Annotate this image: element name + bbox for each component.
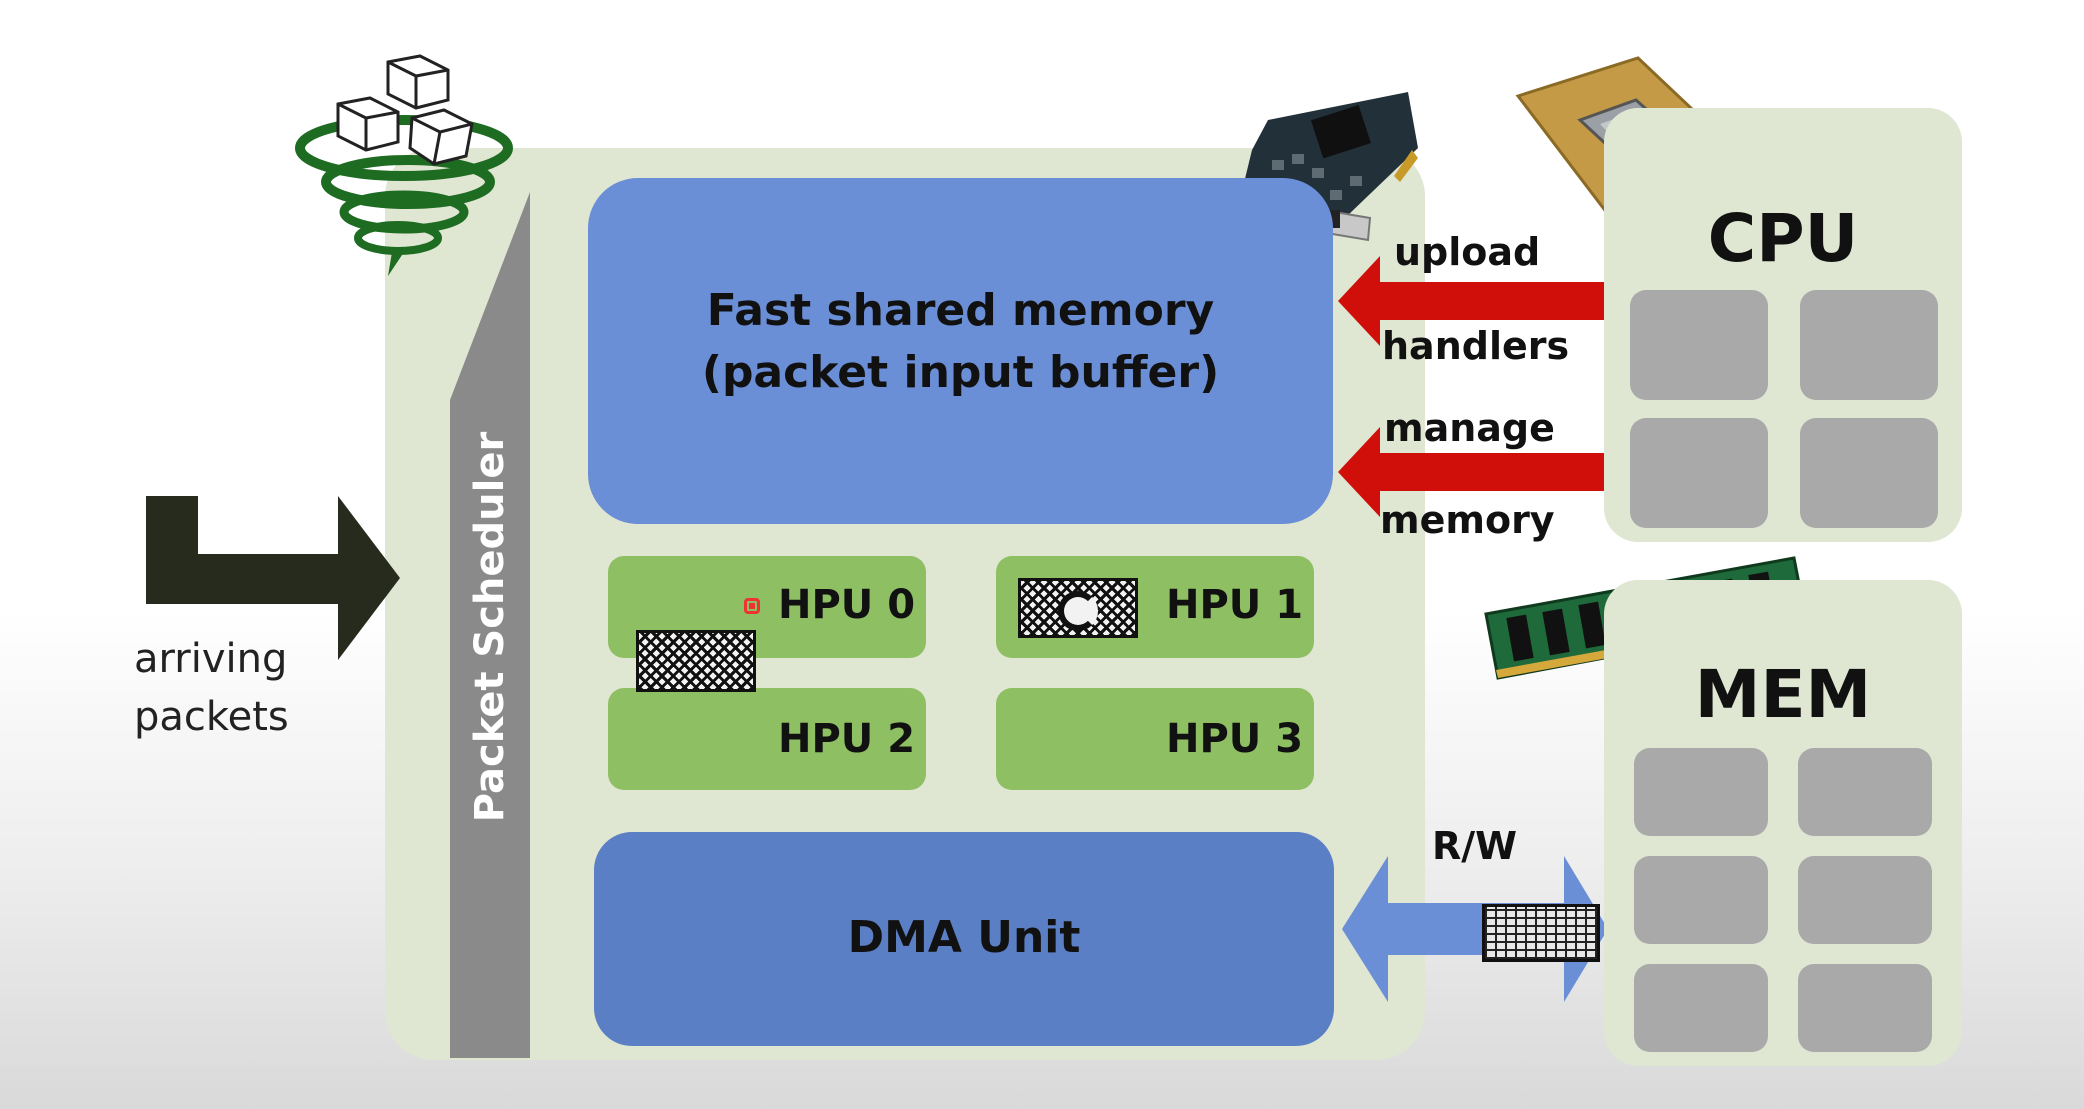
- memory-bank: [1634, 964, 1768, 1052]
- arriving-packets-label: arriving packets: [134, 630, 289, 746]
- hpu-2-label: HPU 2: [778, 716, 916, 762]
- hpu-3: [996, 688, 1314, 790]
- cpu-label: CPU: [1707, 200, 1859, 277]
- manage-memory-arrow: [1338, 427, 1608, 517]
- cpu-core: [1800, 290, 1938, 400]
- shared-memory-line2: (packet input buffer): [701, 347, 1220, 398]
- packet-scheduler-shape: [450, 192, 530, 1058]
- shared-memory-block: [588, 178, 1333, 524]
- hpu-3-label: HPU 3: [1166, 716, 1304, 762]
- packet-in-transit-chip: [636, 630, 756, 692]
- red-dot-marker: [744, 598, 760, 614]
- handlers-label: handlers: [1382, 324, 1570, 368]
- memory-bank: [1798, 856, 1932, 944]
- hpu-0-label: HPU 0: [778, 582, 916, 628]
- tornado-icon: [295, 115, 513, 276]
- hpu-1-label: HPU 1: [1166, 582, 1304, 628]
- memory-bank: [1634, 748, 1768, 836]
- shared-memory-line1: Fast shared memory: [706, 285, 1215, 336]
- memory-bank: [1798, 748, 1932, 836]
- dma-unit-label: DMA Unit: [847, 912, 1081, 963]
- dma-unit-block: [594, 832, 1334, 1046]
- packet-scheduler-label: Packet Scheduler: [467, 431, 513, 823]
- cpu-core: [1630, 290, 1768, 400]
- cpu-core: [1630, 418, 1768, 528]
- memory-bank: [1798, 964, 1932, 1052]
- packet-processing-chip: [1018, 578, 1138, 638]
- mem-label: MEM: [1694, 656, 1872, 733]
- rw-label: R/W: [1432, 824, 1518, 868]
- upload-label: upload: [1394, 230, 1541, 274]
- cpu-core: [1800, 418, 1938, 528]
- memory-bank: [1634, 856, 1768, 944]
- shared-memory-label: Fast shared memory (packet input buffer): [588, 280, 1333, 404]
- hpu-2: [608, 688, 926, 790]
- arriving-packets-arrow: [146, 496, 400, 660]
- arriving-label-line2: packets: [134, 694, 289, 740]
- memory-transfer-block: [1482, 904, 1600, 962]
- packet-box-icons: [336, 54, 474, 166]
- manage-label: manage: [1384, 406, 1555, 450]
- refresh-icon: [1058, 591, 1098, 631]
- upload-handlers-arrow: [1338, 256, 1608, 346]
- arriving-label-line1: arriving: [134, 636, 288, 682]
- memory-label: memory: [1380, 498, 1555, 542]
